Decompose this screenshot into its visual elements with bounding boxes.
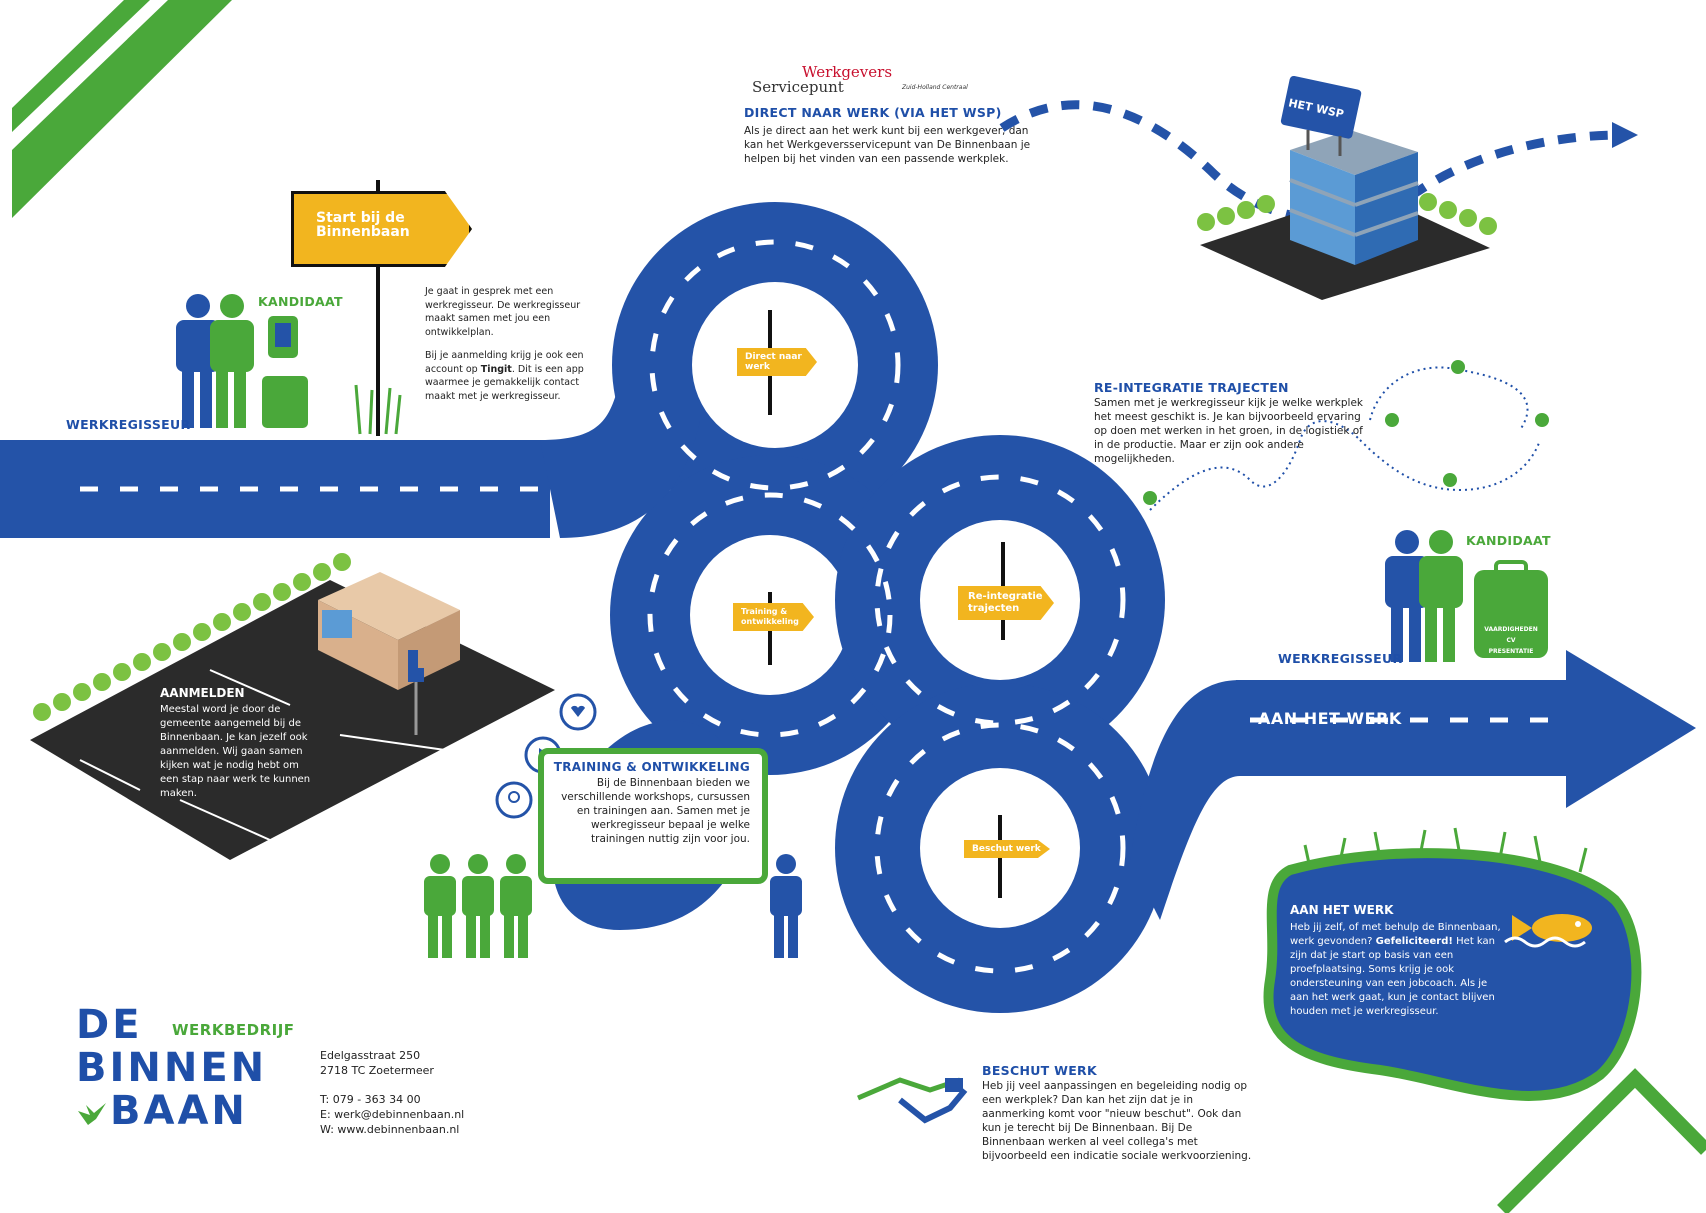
logo-line-baan: BAAN bbox=[110, 1088, 248, 1134]
briefcase-label-2: CV bbox=[1506, 637, 1516, 644]
kandidaat-label-top: KANDIDAAT bbox=[258, 294, 343, 309]
beschut-text: Heb jij veel aanpassingen en begeleiding… bbox=[982, 1080, 1252, 1162]
intro-paragraph-1: Je gaat in gesprek met een werkregisseur… bbox=[425, 286, 581, 338]
kandidaat-label-right: KANDIDAAT bbox=[1466, 533, 1551, 548]
logo-line-binnen: BINNEN bbox=[76, 1045, 268, 1091]
sign-beschut-werk: Beschut werk bbox=[964, 840, 1050, 858]
wsp-text: Als je direct aan het werk kunt bij een … bbox=[744, 125, 1031, 165]
wsp-logo: Werkgevers Servicepunt Zuid-Holland Cent… bbox=[752, 63, 972, 97]
contact-block: Edelgasstraat 250 2718 TC Zoetermeer T: … bbox=[320, 1048, 490, 1137]
reintegratie-text: Samen met je werkregisseur kijk je welke… bbox=[1094, 397, 1364, 465]
intro-paragraph-2c: . Dit is een app waarmee je gemakkelijk … bbox=[425, 363, 584, 402]
aanmelden-text: Meestal word je door de gemeente aangeme… bbox=[160, 704, 311, 799]
start-sign-line1: Start bij de bbox=[316, 210, 405, 226]
aan-het-werk-text-2: Het kan zijn dat je start op basis van e… bbox=[1290, 936, 1495, 1017]
contact-phone: T: 079 - 363 34 00 bbox=[320, 1093, 421, 1106]
start-sign: Start bij de Binnenbaan bbox=[291, 191, 472, 267]
aan-het-werk-text-1: Heb jij zelf, of met behulp de Binnenbaa… bbox=[1290, 922, 1501, 947]
logo-line-de: DE bbox=[76, 1002, 143, 1048]
logo-werkbedrijf: WERKBEDRIJF bbox=[172, 1021, 295, 1039]
werkregisseur-label-left: WERKREGISSEUR bbox=[66, 417, 191, 432]
intro-text: Je gaat in gesprek met een werkregisseur… bbox=[425, 285, 585, 403]
aan-het-werk-text: Heb jij zelf, of met behulp de Binnenbaa… bbox=[1290, 921, 1505, 1019]
people-group-training bbox=[424, 854, 802, 958]
wsp-building bbox=[1200, 75, 1490, 300]
training-title: TRAINING & ONTWIKKELING bbox=[553, 760, 750, 774]
training-text: Bij de Binnenbaan bieden we verschillend… bbox=[561, 777, 750, 845]
aan-het-werk-bold: Gefeliciteerd! bbox=[1375, 936, 1453, 947]
aan-het-werk-arrow-label: AAN HET WERK bbox=[1258, 709, 1402, 728]
sign-grass bbox=[354, 384, 402, 435]
binnenbaan-logo: DE WERKBEDRIJF BINNEN BAAN bbox=[76, 1005, 316, 1145]
briefcase-label-3: PRESENTATIE bbox=[1488, 648, 1534, 655]
contact-website[interactable]: W: www.debinnenbaan.nl bbox=[320, 1123, 460, 1136]
handshake-icon bbox=[857, 1077, 968, 1124]
people-group-right bbox=[1385, 530, 1548, 662]
tingit-app-name: Tingit bbox=[480, 363, 512, 375]
fish-icon bbox=[1504, 914, 1592, 948]
reintegratie-title: RE-INTEGRATIE TRAJECTEN bbox=[1094, 380, 1289, 395]
intro-paragraph-2a: Bij je aanmelding krijg je ook een accou… bbox=[425, 350, 584, 375]
sign-direct-naar-werk: Direct naar werk bbox=[737, 348, 817, 376]
contact-street: Edelgasstraat 250 bbox=[320, 1049, 421, 1062]
wsp-title: DIRECT NAAR WERK (VIA HET WSP) bbox=[744, 105, 1002, 120]
pond bbox=[1263, 848, 1642, 1101]
contact-email[interactable]: E: werk@debinnenbaan.nl bbox=[320, 1108, 465, 1121]
sign-reintegratie: Re-integratie trajecten bbox=[958, 586, 1054, 620]
corner-stripes-top-left bbox=[12, 0, 232, 218]
map-pin-icons bbox=[1143, 360, 1549, 505]
start-sign-line2: Binnenbaan bbox=[316, 224, 410, 240]
wsp-logo-main: Servicepunt bbox=[752, 78, 844, 96]
contact-city: 2718 TC Zoetermeer bbox=[320, 1064, 434, 1077]
wsp-logo-sub: Zuid-Holland Centraal bbox=[902, 84, 968, 91]
briefcase-labels: VAARDIGHEDEN CV PRESENTATIE bbox=[1480, 624, 1542, 657]
wsp-logo-top: Werkgevers bbox=[802, 63, 893, 81]
wsp-trees bbox=[1197, 193, 1497, 235]
logo-bird-icon bbox=[78, 1103, 106, 1125]
beschut-title: BESCHUT WERK bbox=[982, 1063, 1097, 1078]
pond-grass bbox=[1303, 827, 1588, 873]
parking-trees bbox=[33, 553, 351, 721]
briefcase-label-1: VAARDIGHEDEN bbox=[1484, 626, 1538, 633]
aan-het-werk-title: AAN HET WERK bbox=[1290, 903, 1394, 917]
werkregisseur-label-right: WERKREGISSEUR bbox=[1278, 651, 1403, 666]
sign-training: Training & ontwikkeling bbox=[733, 603, 814, 631]
people-group-top bbox=[176, 294, 308, 428]
training-box: TRAINING & ONTWIKKELING Bij de Binnenbaa… bbox=[538, 748, 768, 884]
training-icons bbox=[495, 693, 597, 819]
aanmelden-title: AANMELDEN bbox=[160, 686, 245, 700]
corner-chevron-bottom-right bbox=[1497, 1068, 1706, 1213]
binnenbaan-building bbox=[318, 572, 460, 735]
road-dashes bbox=[80, 239, 1560, 974]
